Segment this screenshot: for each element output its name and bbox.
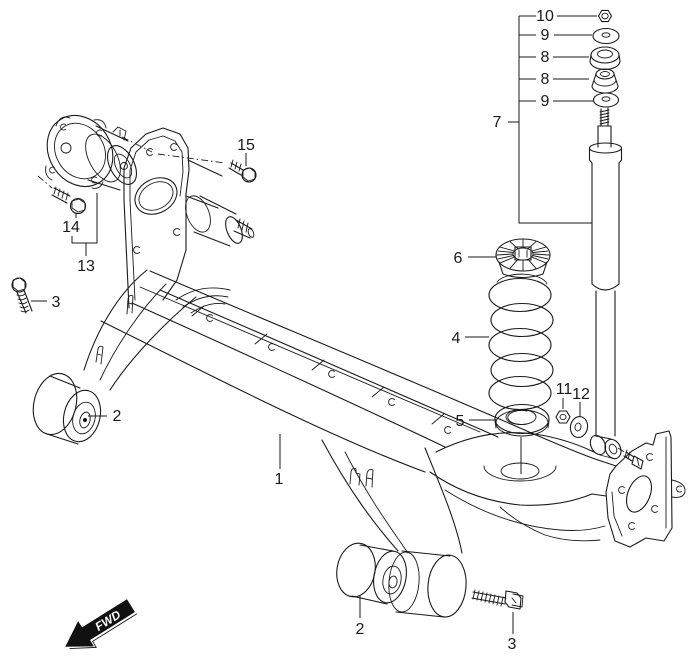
washer-9-lower [592, 92, 620, 108]
callout-13: 13 [77, 258, 95, 275]
bushing-left [32, 372, 102, 445]
spring-upper-mount [495, 238, 551, 279]
callout-labels: 1 2 3 13 14 15 6 4 5 7 10 9 8 8 9 11 12 … [52, 8, 590, 653]
bushing-rear [336, 542, 407, 605]
callout-3-left: 3 [52, 294, 61, 311]
shock-absorber [588, 107, 623, 460]
right-trailing-arm [321, 439, 467, 618]
callout-leaders [31, 15, 597, 634]
callout-9-upper: 9 [541, 27, 550, 44]
bolt-15 [228, 159, 257, 183]
hub-assembly [45, 115, 226, 191]
washer-12 [569, 416, 589, 438]
axle-beam [95, 270, 617, 542]
bolt-rear [471, 589, 524, 610]
bolt-14 [37, 175, 87, 215]
callout-15: 15 [237, 137, 255, 154]
left-trailing-arm [83, 269, 197, 391]
callout-3-rear: 3 [508, 636, 517, 653]
callout-2-rear: 2 [356, 621, 365, 638]
coil-spring [488, 273, 554, 411]
callout-6: 6 [454, 250, 463, 267]
bolt-left [11, 277, 33, 314]
shock-eye-bolt [617, 447, 644, 470]
bushing-8-lower [591, 68, 619, 94]
callout-12: 12 [572, 386, 590, 403]
end-bracket [605, 430, 686, 548]
callout-8-lower: 8 [541, 71, 550, 88]
callout-10: 10 [536, 8, 554, 25]
hub-mount-plate [123, 127, 255, 309]
callout-8-upper: 8 [541, 49, 550, 66]
fwd-arrow: FWD [65, 599, 138, 649]
callout-4: 4 [452, 330, 461, 347]
washer-9-upper [592, 27, 620, 45]
bushing-8-upper [589, 46, 621, 71]
callout-11: 11 [556, 381, 573, 398]
callout-7: 7 [493, 114, 502, 131]
callout-2-left: 2 [113, 408, 122, 425]
callout-9-lower: 9 [541, 93, 550, 110]
callout-5: 5 [456, 413, 465, 430]
mount-hardware-stack [589, 9, 621, 108]
callout-1: 1 [275, 471, 284, 488]
nut-11 [555, 410, 571, 424]
spring-seat-lower [494, 403, 550, 437]
nut-10 [597, 9, 613, 23]
callout-14: 14 [62, 219, 80, 236]
